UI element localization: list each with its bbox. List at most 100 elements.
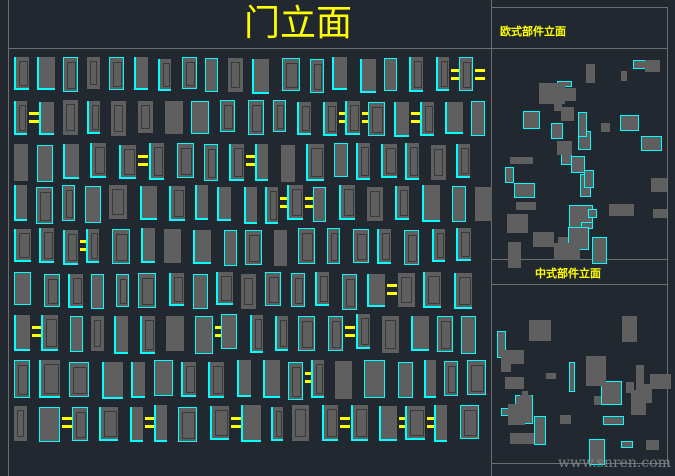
- door-elevation: [327, 228, 340, 264]
- door-elevation: [91, 274, 104, 309]
- chinese-component: [636, 384, 652, 403]
- european-component: [653, 209, 667, 218]
- door-panel: [174, 190, 184, 217]
- door-elevation: [165, 101, 183, 134]
- door-panel: [332, 321, 341, 348]
- door-elevation: [353, 229, 369, 263]
- door-panel: [357, 234, 367, 260]
- door-panel: [437, 233, 444, 258]
- door-elevation: [44, 274, 60, 307]
- chinese-component: [508, 404, 525, 425]
- door-elevation: [364, 360, 385, 398]
- door-elevation: [292, 405, 309, 441]
- door-elevation: [39, 407, 60, 442]
- door-elevation: [141, 228, 155, 263]
- door-elevation: [91, 316, 104, 351]
- european-component: [514, 183, 535, 198]
- door-panel: [66, 104, 75, 131]
- chinese-component: [594, 396, 602, 405]
- door-panel: [44, 232, 53, 259]
- chinese-component: [510, 433, 534, 444]
- door-panel: [311, 148, 323, 177]
- dimension-mark: [246, 163, 256, 166]
- european-component: [551, 123, 563, 139]
- european-component: [505, 167, 514, 183]
- european-component: [571, 156, 585, 173]
- door-elevation: [63, 100, 78, 135]
- door-elevation: [130, 407, 143, 442]
- door-elevation: [456, 144, 470, 178]
- door-elevation: [460, 405, 479, 439]
- door-elevation: [220, 100, 235, 132]
- dimension-mark: [246, 155, 256, 158]
- dimension-mark: [451, 69, 461, 72]
- door-elevation: [265, 272, 281, 306]
- door-elevation: [14, 144, 28, 181]
- door-elevation: [99, 407, 118, 441]
- door-elevation: [282, 58, 300, 91]
- door-panel: [208, 149, 216, 178]
- door-elevation: [298, 228, 315, 264]
- door-panel: [331, 233, 338, 261]
- door-elevation: [456, 228, 471, 261]
- chinese-component: [646, 440, 659, 450]
- chinese-component: [560, 415, 571, 424]
- door-panel: [410, 147, 418, 176]
- dimension-mark: [339, 112, 349, 115]
- door-panel: [73, 367, 87, 394]
- door-elevation: [14, 185, 27, 221]
- door-elevation: [422, 185, 440, 222]
- door-elevation: [41, 315, 58, 351]
- door-panel: [463, 62, 471, 88]
- chinese-component: [522, 391, 528, 410]
- door-panel: [286, 63, 298, 88]
- chinese-component: [636, 365, 644, 389]
- door-elevation: [332, 57, 347, 90]
- door-panel: [320, 276, 328, 302]
- door-elevation: [444, 361, 458, 396]
- door-elevation: [281, 145, 295, 182]
- door-panel: [328, 106, 336, 132]
- european-component: [578, 112, 587, 137]
- door-panel: [464, 410, 477, 436]
- dimension-mark: [280, 197, 290, 200]
- door-panel: [295, 278, 303, 304]
- dimension-mark: [145, 417, 155, 420]
- door-elevation: [70, 316, 83, 352]
- dimension-mark: [62, 417, 72, 420]
- door-elevation: [210, 406, 229, 440]
- dimension-mark: [427, 425, 437, 428]
- door-elevation: [265, 187, 278, 224]
- door-panel: [44, 364, 59, 394]
- door-elevation: [208, 362, 224, 398]
- door-panel: [459, 277, 471, 305]
- door-panel: [73, 278, 82, 304]
- chinese-component: [601, 381, 622, 405]
- door-elevation: [335, 361, 352, 399]
- frame-chinese-bottom: [491, 284, 667, 285]
- door-panel: [40, 192, 51, 221]
- door-elevation: [39, 360, 60, 398]
- door-elevation: [423, 272, 441, 308]
- door-panel: [327, 409, 337, 437]
- door-elevation: [178, 407, 197, 442]
- door-elevation: [119, 145, 136, 179]
- door-elevation: [86, 229, 99, 263]
- door-panel: [276, 411, 282, 437]
- dimension-mark: [29, 112, 39, 115]
- door-elevation: [420, 102, 434, 136]
- european-component: [645, 60, 660, 72]
- door-elevation: [39, 228, 54, 263]
- door-elevation: [384, 58, 397, 91]
- door-elevation: [14, 272, 31, 305]
- door-panel: [292, 189, 302, 216]
- door-elevation: [138, 101, 153, 133]
- door-elevation: [287, 185, 303, 220]
- door-elevation: [193, 230, 211, 264]
- dimension-mark: [305, 197, 315, 200]
- chinese-component: [501, 355, 511, 372]
- door-elevation: [68, 274, 83, 308]
- door-elevation: [351, 405, 368, 441]
- dimension-mark: [80, 248, 90, 251]
- door-panel: [448, 366, 456, 393]
